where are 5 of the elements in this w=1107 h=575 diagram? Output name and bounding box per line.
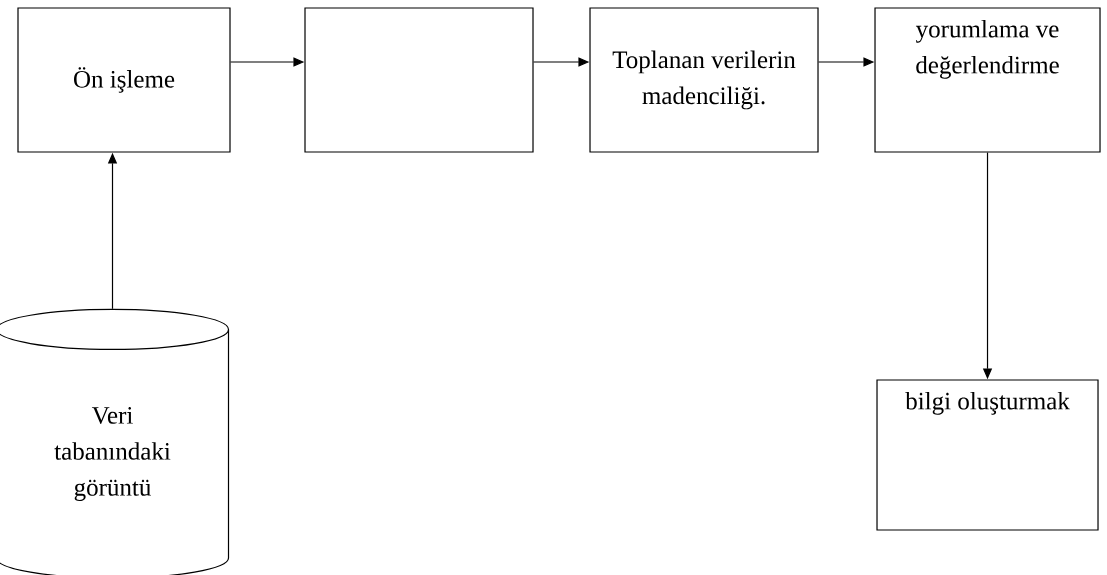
process-box: bilgi oluşturmak [876,379,1099,531]
empty-box [304,7,534,153]
process-box: Toplanan verilerin madenciliği. [589,7,819,153]
process-box: yorumlama ve değerlendirme [874,7,1101,153]
process-box: Ön işleme [17,7,231,153]
